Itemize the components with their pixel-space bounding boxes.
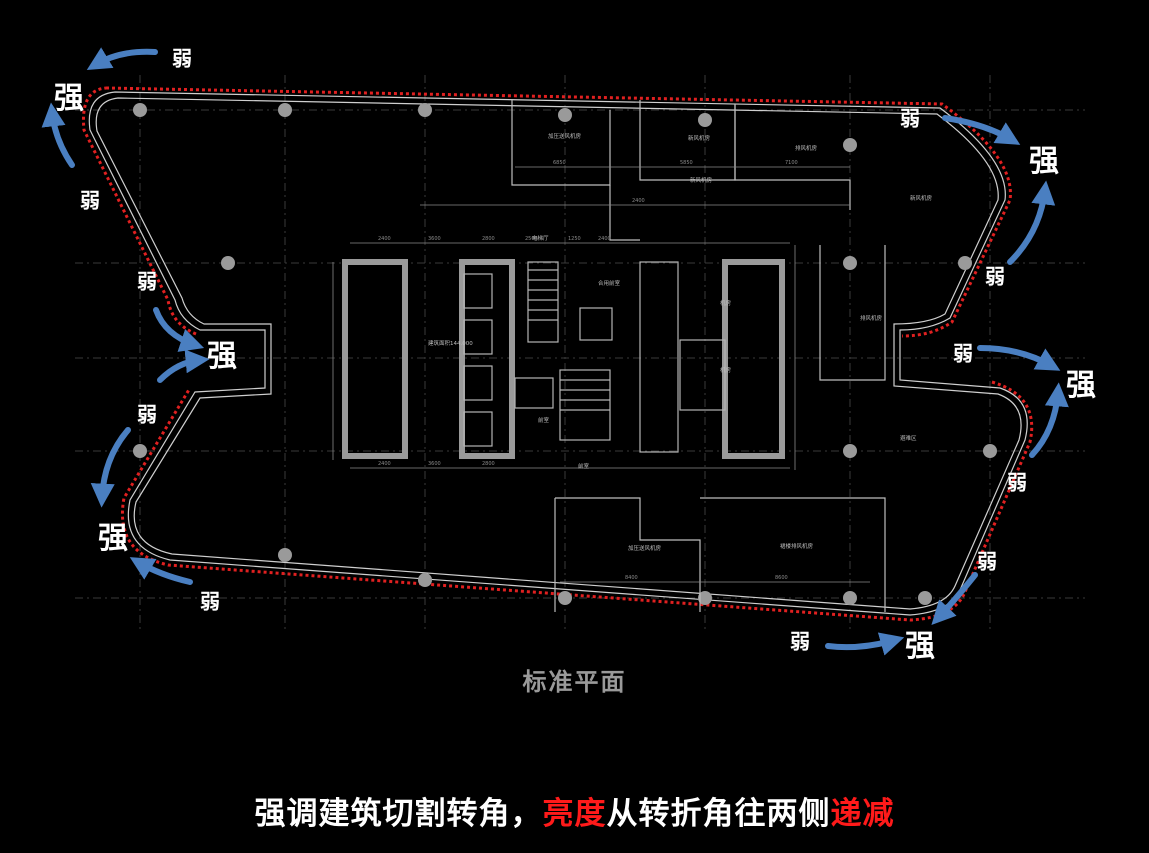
svg-text:2400: 2400 (378, 461, 391, 467)
core-walls (342, 259, 785, 459)
room-label: 新风机房 (910, 194, 933, 202)
core-inner (463, 261, 726, 453)
room-label: 合用前室 (598, 279, 621, 287)
room-label: 前室 (538, 416, 550, 424)
room-label: 裙楼排风机房 (780, 542, 814, 550)
columns (133, 103, 997, 605)
svg-text:2800: 2800 (482, 461, 495, 467)
room-label: 新风机房 (688, 134, 711, 142)
strong-label: 强 (207, 339, 237, 374)
arrow-tr-bottom (1007, 180, 1056, 265)
weak-label: 弱 (80, 188, 100, 213)
room-label: 建筑面积144.000 (428, 339, 473, 347)
svg-text:8400: 8400 (625, 575, 638, 581)
room-label: 新风机房 (690, 176, 713, 184)
arrow-tl-top (86, 47, 158, 70)
gradient-arrows (41, 47, 1069, 656)
weak-label: 弱 (137, 269, 157, 294)
arrow-mid-left-top (153, 307, 205, 352)
svg-text:3600: 3600 (428, 461, 441, 467)
svg-text:2500: 2500 (525, 236, 538, 242)
room-label: 机房 (720, 366, 732, 374)
room-label: 加压送风机房 (628, 544, 662, 552)
svg-text:1250: 1250 (568, 236, 581, 242)
caption-highlight-brightness: 亮度 (542, 796, 607, 832)
arrow-bl-top (90, 427, 131, 508)
room-label: 电梯厅 (532, 234, 549, 242)
svg-text:2400: 2400 (378, 236, 391, 242)
svg-text:5850: 5850 (680, 160, 693, 166)
weak-label: 弱 (900, 106, 920, 131)
weak-label: 弱 (790, 629, 810, 654)
arrow-br-bottom (825, 632, 905, 656)
strong-label: 强 (1029, 144, 1059, 179)
svg-text:2400: 2400 (632, 198, 645, 204)
weak-label: 弱 (137, 402, 157, 427)
room-label: 加压送风机房 (548, 132, 582, 140)
caption-part-1: 强调建筑切割转角， (254, 796, 543, 832)
svg-text:8600: 8600 (775, 575, 788, 581)
strong-label: 强 (905, 629, 935, 664)
room-label: 排风机房 (795, 144, 818, 152)
svg-text:3600: 3600 (428, 236, 441, 242)
dimension-texts: 2400 3600 2800 2500 1250 2400 2400 3600 2800 2… (378, 160, 798, 581)
room-label: 避难区 (900, 434, 917, 442)
dimension-lines (332, 166, 870, 583)
strong-label: 强 (98, 521, 128, 556)
strong-label: 强 (54, 81, 84, 116)
weak-label: 弱 (172, 46, 192, 71)
arrow-tr-top (942, 115, 1021, 145)
corner-highlight-outline (81, 86, 1034, 622)
plan-title: 标准平面 (522, 668, 627, 696)
weak-label: 弱 (200, 589, 220, 614)
svg-text:6850: 6850 (553, 160, 566, 166)
svg-text:2400: 2400 (598, 236, 611, 242)
caption-part-3: 从转折角往两侧 (606, 796, 831, 832)
room-label: 机房 (720, 299, 732, 307)
arrow-mid-left-bottom (157, 349, 210, 383)
strong-label: 强 (1066, 368, 1096, 403)
room-label: 排风机房 (860, 314, 883, 322)
arrow-bl-bottom (129, 557, 193, 585)
room-label: 前室 (578, 462, 590, 470)
svg-text:7100: 7100 (785, 160, 798, 166)
weak-label: 弱 (1007, 470, 1027, 495)
mechanical-rooms (511, 100, 886, 612)
weak-label: 弱 (953, 341, 973, 366)
room-labels: 加压送风机房新风机房新风机房排风机房电梯厅前室前室合用前室机房机房新风机房排风机… (428, 132, 933, 552)
caption: 强调建筑切割转角，亮度从转折角往两侧递减 (0, 788, 1149, 833)
arrow-br-right (1029, 382, 1069, 458)
weak-label: 弱 (977, 549, 997, 574)
arrow-br-bottom-left (931, 572, 978, 625)
arrow-mid-right (977, 345, 1061, 371)
arrow-tl-left (41, 102, 75, 168)
weak-label: 弱 (985, 264, 1005, 289)
svg-text:2800: 2800 (482, 236, 495, 242)
caption-highlight-decrease: 递减 (830, 796, 895, 832)
